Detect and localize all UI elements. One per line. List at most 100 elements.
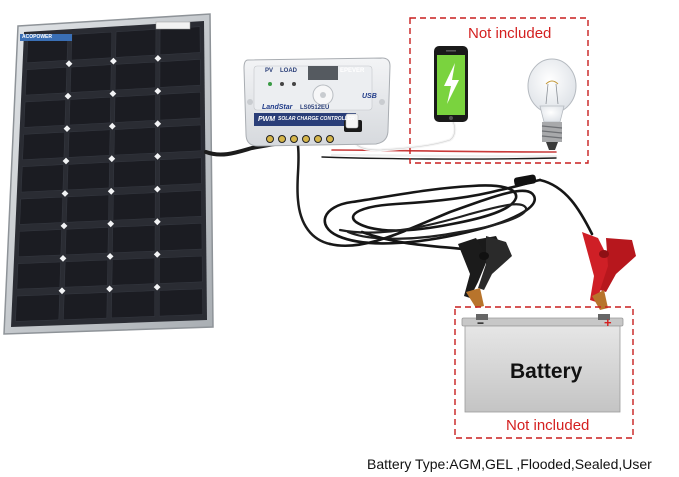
light-bulb-icon	[527, 58, 577, 150]
lightning-icon	[444, 63, 459, 104]
solar-cell	[159, 288, 203, 317]
mount-hole-left	[247, 99, 253, 105]
solar-cell	[18, 229, 62, 257]
cell-corner-gap	[107, 187, 115, 195]
battery-type-caption: Battery Type:AGM,GEL ,Flooded,Sealed,Use…	[367, 456, 652, 472]
led-indicator-3	[292, 82, 296, 86]
battery-plus-sign: +	[604, 315, 612, 330]
solar-cell	[159, 255, 203, 284]
cell-corner-gap	[108, 122, 116, 130]
solar-cell	[159, 59, 201, 88]
battery-minus-sign: −	[477, 316, 485, 330]
cell-corner-gap	[154, 153, 161, 160]
solar-cell	[159, 223, 203, 252]
solar-cell	[111, 290, 156, 319]
cell-corner-gap	[153, 251, 161, 258]
solar-cell	[114, 94, 156, 123]
solar-cell	[68, 129, 111, 158]
solar-cell	[20, 164, 64, 193]
solar-cell	[159, 157, 202, 186]
cable-panel-to-controller	[204, 140, 288, 157]
cell-corner-gap	[106, 253, 114, 260]
cell-corner-gap	[107, 220, 115, 228]
solar-cell	[70, 64, 112, 93]
controller-button-dot	[320, 92, 326, 98]
cell-corner-gap	[65, 60, 73, 68]
usb-plug	[345, 113, 359, 129]
controller-model-number: LS0512EU	[300, 105, 330, 111]
cell-corner-gap	[61, 190, 69, 197]
solar-panel	[3, 13, 214, 335]
solar-cell	[25, 67, 68, 96]
solar-cell	[63, 292, 108, 320]
solar-cell	[64, 259, 109, 288]
solar-cell	[114, 61, 156, 91]
controller-subtitle: SOLAR CHARGE CONTROLLER	[278, 116, 355, 122]
not-included-label-top: Not included	[468, 25, 552, 42]
cell-corner-gap	[154, 87, 162, 95]
solar-cell	[65, 227, 109, 256]
solar-cell	[159, 124, 202, 154]
cell-corner-gap	[63, 125, 71, 132]
solar-cell	[111, 257, 156, 286]
battery-clamp-negative	[458, 236, 512, 308]
solar-cell	[16, 261, 61, 290]
cable-coil	[323, 178, 542, 248]
solar-cell	[159, 91, 202, 121]
cell-corner-gap	[153, 218, 161, 226]
cell-corner-gap	[154, 120, 162, 128]
cables	[204, 118, 594, 252]
not-included-box-top	[409, 17, 589, 164]
charge-controller	[243, 57, 391, 147]
cell-corner-gap	[110, 57, 117, 65]
usb-cable-outline	[351, 119, 456, 151]
panel-brand-sticker-text: ACOPOWER	[22, 34, 52, 40]
solar-cell	[23, 99, 66, 128]
solar-cell	[67, 162, 110, 191]
cell-corner-gap	[154, 55, 162, 62]
battery	[461, 314, 624, 413]
cell-corner-gap	[64, 92, 72, 100]
cell-corner-gap	[108, 155, 116, 163]
led-indicator-2	[280, 82, 284, 86]
battery-terminal-positive	[598, 314, 610, 320]
solar-cell	[22, 131, 65, 160]
controller-blue-band	[254, 113, 356, 126]
not-included-label-bottom: Not included	[506, 417, 590, 434]
cell-corner-gap	[153, 283, 161, 291]
cell-corner-gap	[154, 185, 161, 193]
panel-brand-sticker	[20, 34, 72, 41]
smartphone-icon	[434, 46, 468, 122]
controller-terminals	[266, 135, 334, 143]
solar-cell	[159, 26, 201, 56]
controller-brand: EPEVER	[340, 68, 365, 74]
solar-cell	[159, 190, 202, 219]
cell-corner-gap	[62, 157, 70, 165]
led-indicator-1	[268, 82, 272, 86]
solar-cell	[15, 294, 60, 322]
cell-corner-gap	[58, 287, 66, 295]
solar-cell	[19, 196, 63, 225]
solar-cell	[69, 96, 111, 126]
controller-model-line: LandStar	[262, 104, 293, 111]
solar-cell	[113, 127, 156, 156]
load-wire-white	[330, 153, 558, 158]
cable-coil-strand-2	[338, 203, 528, 240]
battery-terminal-negative	[476, 314, 488, 320]
cell-corner-gap	[109, 90, 117, 97]
load-wire-black	[321, 156, 557, 160]
panel-cell-grid	[15, 26, 203, 322]
solar-cell	[112, 225, 156, 254]
load-wire-red	[331, 149, 557, 153]
controller-usb-label: USB	[362, 93, 377, 100]
solar-cell	[112, 192, 156, 221]
not-included-box-bottom	[454, 306, 634, 439]
cell-corner-gap	[59, 255, 67, 262]
solar-cell	[66, 194, 110, 223]
mount-hole-right	[379, 99, 385, 105]
controller-load-label: LOAD	[280, 68, 297, 74]
solar-cell	[113, 159, 156, 188]
cell-corner-gap	[106, 285, 113, 293]
